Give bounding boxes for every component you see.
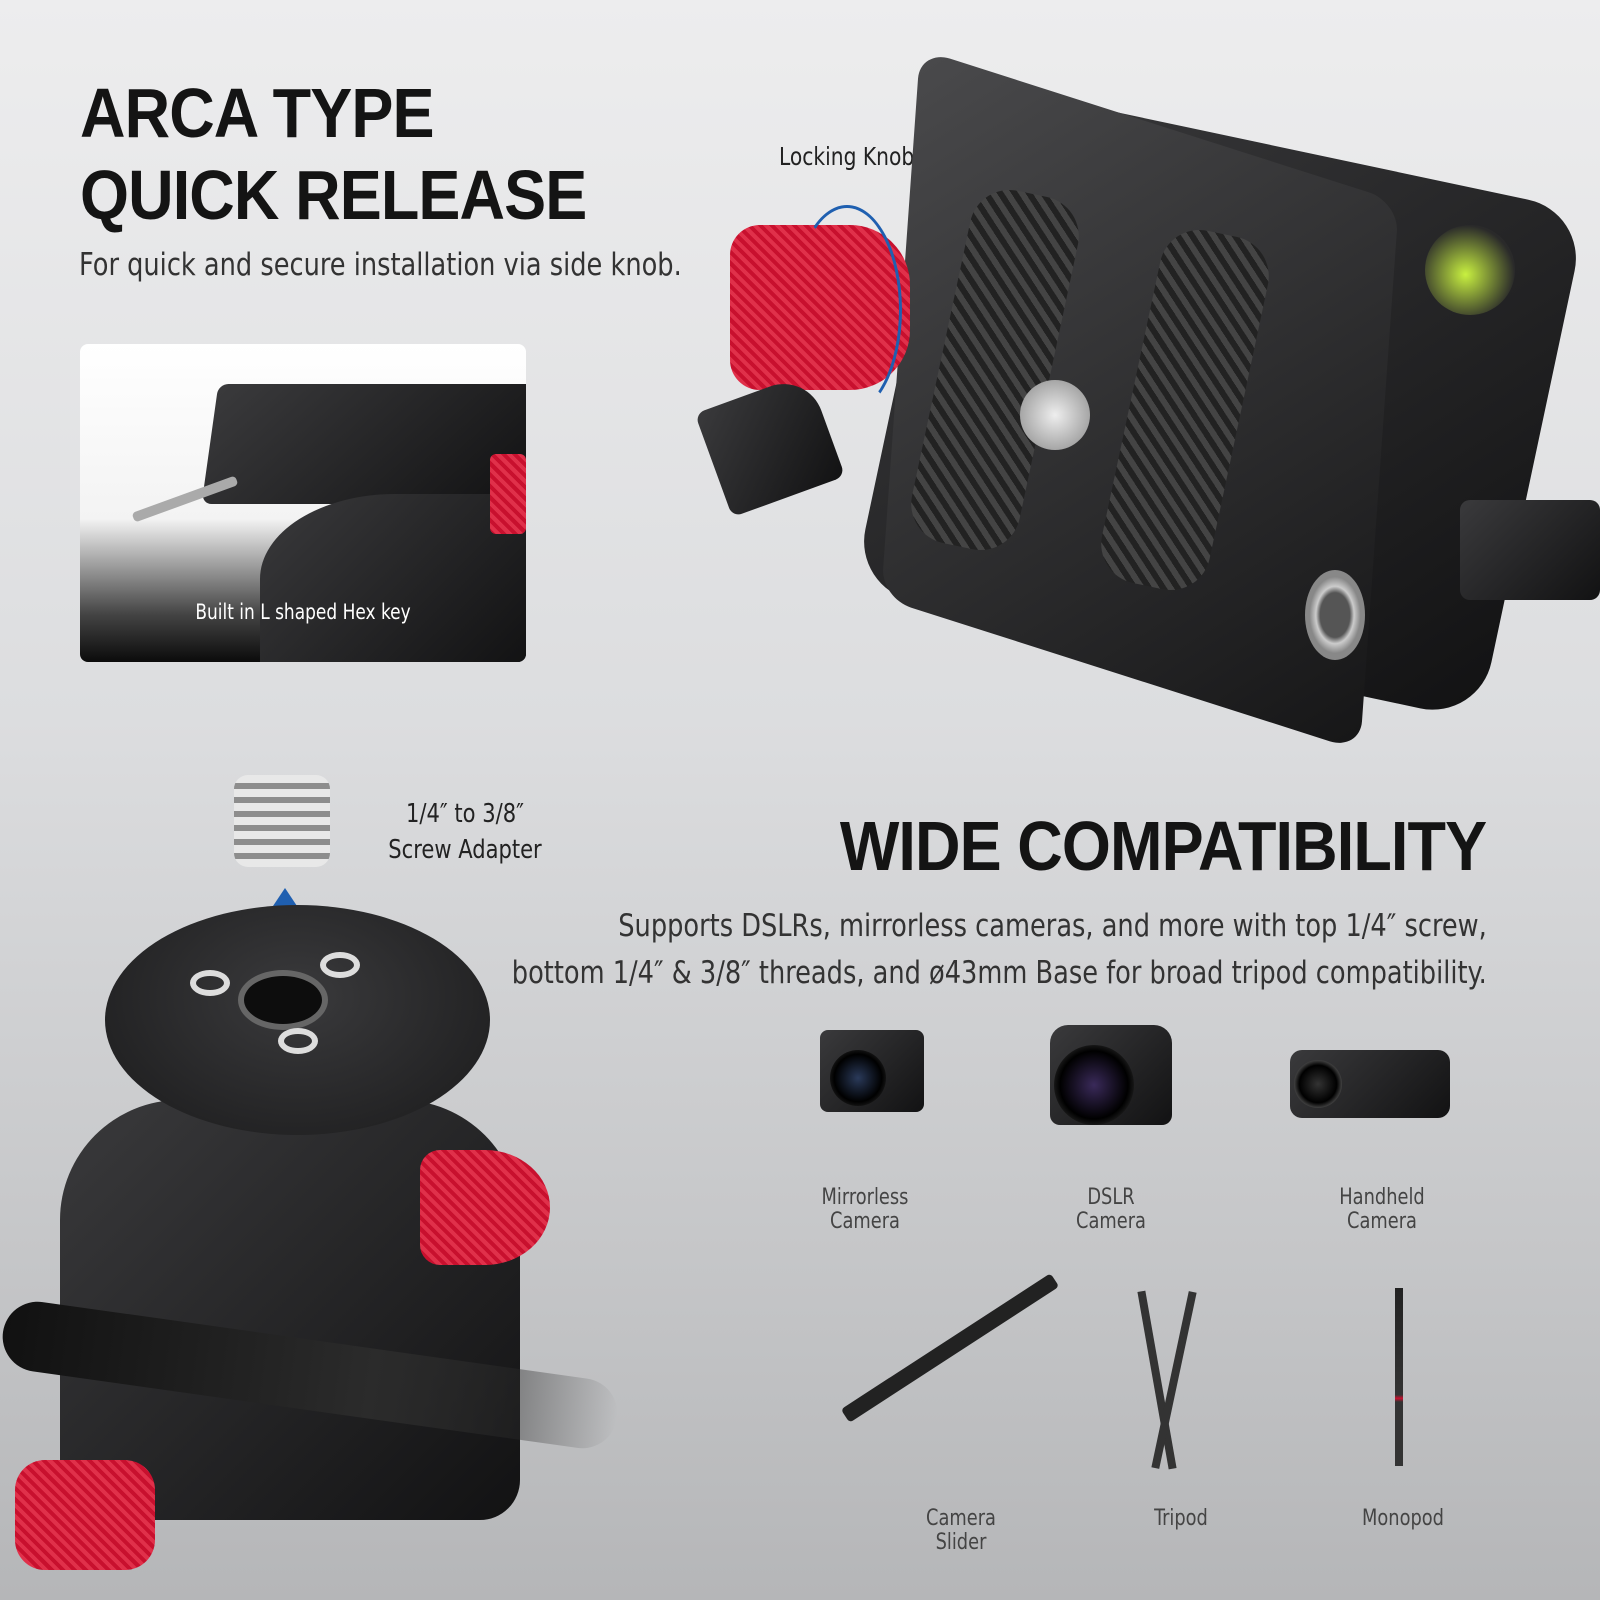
label-line: Mirrorless [821, 1185, 909, 1210]
adapter-label-line1: 1/4″ to 3/8″ [406, 799, 524, 829]
inset-caption: Built in L shaped Hex key [195, 600, 411, 624]
screw-adapter-icon [234, 775, 330, 867]
label-line: Camera [1076, 1209, 1146, 1234]
mount-hole-1 [190, 970, 230, 996]
label-line: Camera [830, 1209, 900, 1234]
pan-handle [1460, 500, 1600, 600]
compatibility-title: WIDE COMPATIBILITY [839, 807, 1487, 885]
camcorder-icon [1290, 1050, 1450, 1118]
thread-hole-icon [1305, 570, 1365, 660]
label-line: Monopod [1362, 1506, 1444, 1531]
hex-key-inset-image: Built in L shaped Hex key [80, 344, 526, 662]
label-line: Camera [1347, 1209, 1417, 1234]
label-line: Tripod [1154, 1506, 1208, 1531]
monopod-icon [1395, 1288, 1403, 1466]
description-line-1: Supports DSLRs, mirrorless cameras, and … [618, 908, 1487, 944]
label-line: Slider [935, 1530, 987, 1555]
description-line-2: bottom 1/4″ & 3/8″ threads, and ø43mm Ba… [512, 955, 1487, 991]
red-knob-icon [490, 454, 526, 534]
fluid-head-product-image [0, 900, 622, 1600]
dslr-camera-icon [1050, 1025, 1172, 1125]
title-line-2: QUICK RELEASE [80, 156, 587, 234]
adapter-label: 1/4″ to 3/8″ Screw Adapter [381, 796, 548, 868]
section-title: ARCA TYPE QUICK RELEASE [80, 72, 587, 236]
compatibility-description: Supports DSLRs, mirrorless cameras, and … [512, 903, 1487, 997]
screw-icon [1020, 380, 1090, 450]
center-thread-icon [238, 970, 328, 1030]
camera-slider-icon [840, 1273, 1060, 1423]
rotation-arrow-icon [792, 205, 902, 415]
device-label-monopod: Monopod [1345, 1507, 1462, 1531]
mount-hole-3 [278, 1028, 318, 1054]
head-shape [260, 494, 526, 662]
pan-lock-knob-icon [420, 1150, 550, 1265]
section-subtitle: For quick and secure installation via si… [79, 247, 682, 283]
bubble-level-icon [1425, 225, 1515, 315]
mount-hole-2 [320, 952, 360, 978]
plate-shape [201, 384, 526, 504]
label-line: DSLR [1087, 1185, 1135, 1210]
tilt-lock-knob-icon [15, 1460, 155, 1570]
locking-knob-label: Locking Knob [779, 142, 915, 171]
adapter-label-line2: Screw Adapter [388, 835, 542, 865]
label-line: Handheld [1339, 1185, 1425, 1210]
title-line-1: ARCA TYPE [80, 74, 435, 152]
mirrorless-camera-icon [820, 1030, 924, 1112]
label-line: Camera [926, 1506, 996, 1531]
device-label-tripod: Tripod [1123, 1507, 1240, 1531]
quick-release-product-image [694, 49, 1600, 760]
